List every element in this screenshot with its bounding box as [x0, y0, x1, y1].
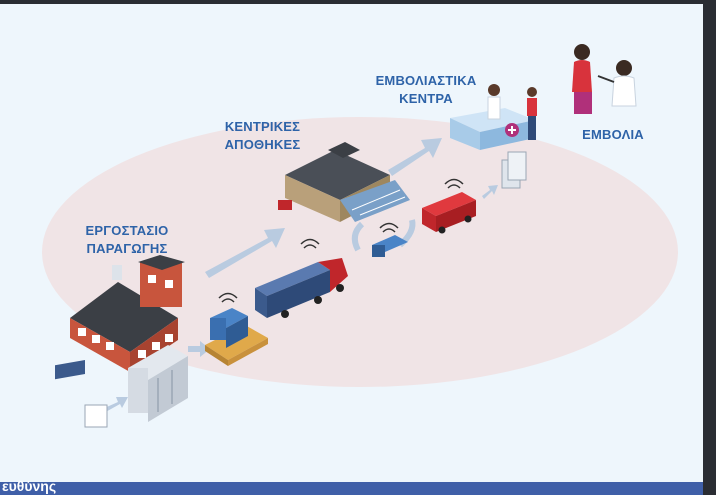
arrow-warehouse-to-centers	[388, 138, 442, 176]
reception-desk-icon	[450, 108, 535, 150]
factory-label-line1: ΕΡΓΟΣΤΑΣΙΟ	[85, 223, 169, 238]
top-border	[0, 0, 703, 4]
wifi-signal-icon	[379, 222, 399, 233]
vaccination-centers-label-line1: ΕΜΒΟΛΙΑΣΤΙΚΑ	[375, 73, 477, 88]
bottom-bar: ευθύνης	[0, 478, 703, 495]
factory-label: ΕΡΓΟΣΤΑΣΙΟ ΠΑΡΑΓΩΓΗΣ	[68, 222, 186, 258]
right-border	[703, 0, 716, 495]
vaccination-centers-label: ΕΜΒΟΛΙΑΣΤΙΚΑ ΚΕΝΤΡΑ	[360, 72, 492, 108]
freezer-icon	[501, 151, 527, 189]
vaccination-centers-label-line2: ΚΕΝΤΡΑ	[399, 91, 453, 106]
van-icon	[422, 192, 476, 234]
vials-icon	[55, 360, 108, 428]
pallet-icon	[205, 308, 268, 366]
arrow-small-3	[482, 185, 498, 199]
wifi-signal-icon	[300, 238, 320, 249]
truck-icon	[255, 258, 348, 318]
warehouses-label-line1: ΚΕΝΤΡΙΚΕΣ	[224, 119, 301, 134]
arrow-factory-to-warehouse	[205, 228, 285, 278]
warehouses-label: ΚΕΝΤΡΙΚΕΣ ΑΠΟΘΗΚΕΣ	[210, 118, 315, 154]
flow-arrows	[100, 138, 498, 414]
factory-label-line2: ΠΑΡΑΓΩΓΗΣ	[86, 241, 168, 256]
warehouses-label-line2: ΑΠΟΘΗΚΕΣ	[224, 137, 301, 152]
wifi-signal-icon	[218, 292, 238, 303]
forklift-icon	[372, 235, 408, 257]
vaccination-people-icon	[572, 44, 637, 114]
curved-arrow-1	[351, 221, 365, 252]
bottom-bar-text: ευθύνης	[2, 478, 57, 494]
arrow-small-2	[188, 341, 210, 357]
warehouse-icon	[278, 142, 410, 222]
wifi-signal-icon	[444, 178, 464, 189]
freezer-icon	[128, 345, 188, 422]
patient-icon	[527, 87, 537, 140]
factory-icon	[70, 255, 185, 372]
nurse-icon	[487, 84, 501, 120]
vaccination-label: ΕΜΒΟΛΙΑ	[582, 127, 644, 142]
